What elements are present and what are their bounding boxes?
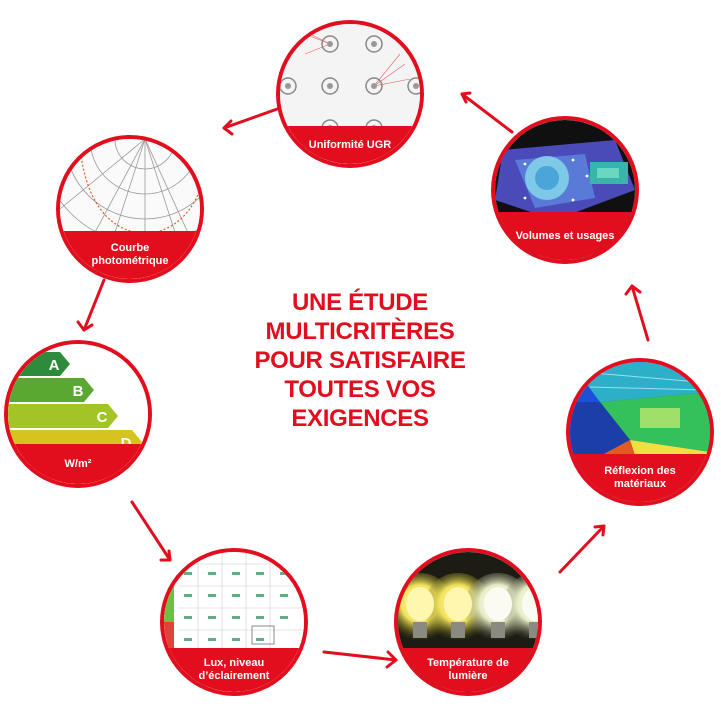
central-title: UNE ÉTUDE MULTICRITÈRES POUR SATISFAIRE … [225, 288, 495, 433]
node-label: Lux, niveau d’éclairement [164, 648, 304, 692]
title-line: MULTICRITÈRES [265, 318, 455, 345]
energy-class-d: D [121, 435, 132, 452]
node-uniformite-ugr: Uniformité UGR [276, 20, 424, 168]
node-label: Température de lumière [398, 648, 538, 692]
title-line: UNE ÉTUDE [292, 289, 428, 316]
arrow-lux-to-temperature [322, 650, 398, 662]
energy-class-b: B [73, 383, 84, 400]
node-temperature: Température de lumière [394, 548, 542, 696]
node-courbe-photometrique: Courbe photométrique [56, 135, 204, 283]
arrow-reflexion-to-volumes [630, 284, 650, 342]
node-reflexion: Réflexion des matériaux [566, 358, 714, 506]
node-label: Courbe photométrique [60, 231, 200, 279]
arrow-ugr-to-courbe [222, 106, 282, 130]
node-wm2: A B C D W/m² [4, 340, 152, 488]
arrow-courbe-to-wm2 [82, 278, 106, 332]
node-label: Volumes et usages [495, 212, 635, 260]
node-label: W/m² [8, 444, 148, 484]
title-line: TOUTES VOS [284, 376, 436, 403]
energy-class-c: C [97, 409, 108, 426]
node-lux: Lux, niveau d’éclairement [160, 548, 308, 696]
node-volumes: Volumes et usages [491, 116, 639, 264]
node-label: Réflexion des matériaux [570, 454, 710, 502]
energy-class-a: A [49, 357, 60, 374]
arrow-wm2-to-lux [130, 500, 172, 562]
arrow-temperature-to-reflexion [558, 524, 606, 574]
title-line: POUR SATISFAIRE [254, 347, 466, 374]
title-line: EXIGENCES [291, 405, 429, 432]
node-label: Uniformité UGR [280, 126, 420, 164]
